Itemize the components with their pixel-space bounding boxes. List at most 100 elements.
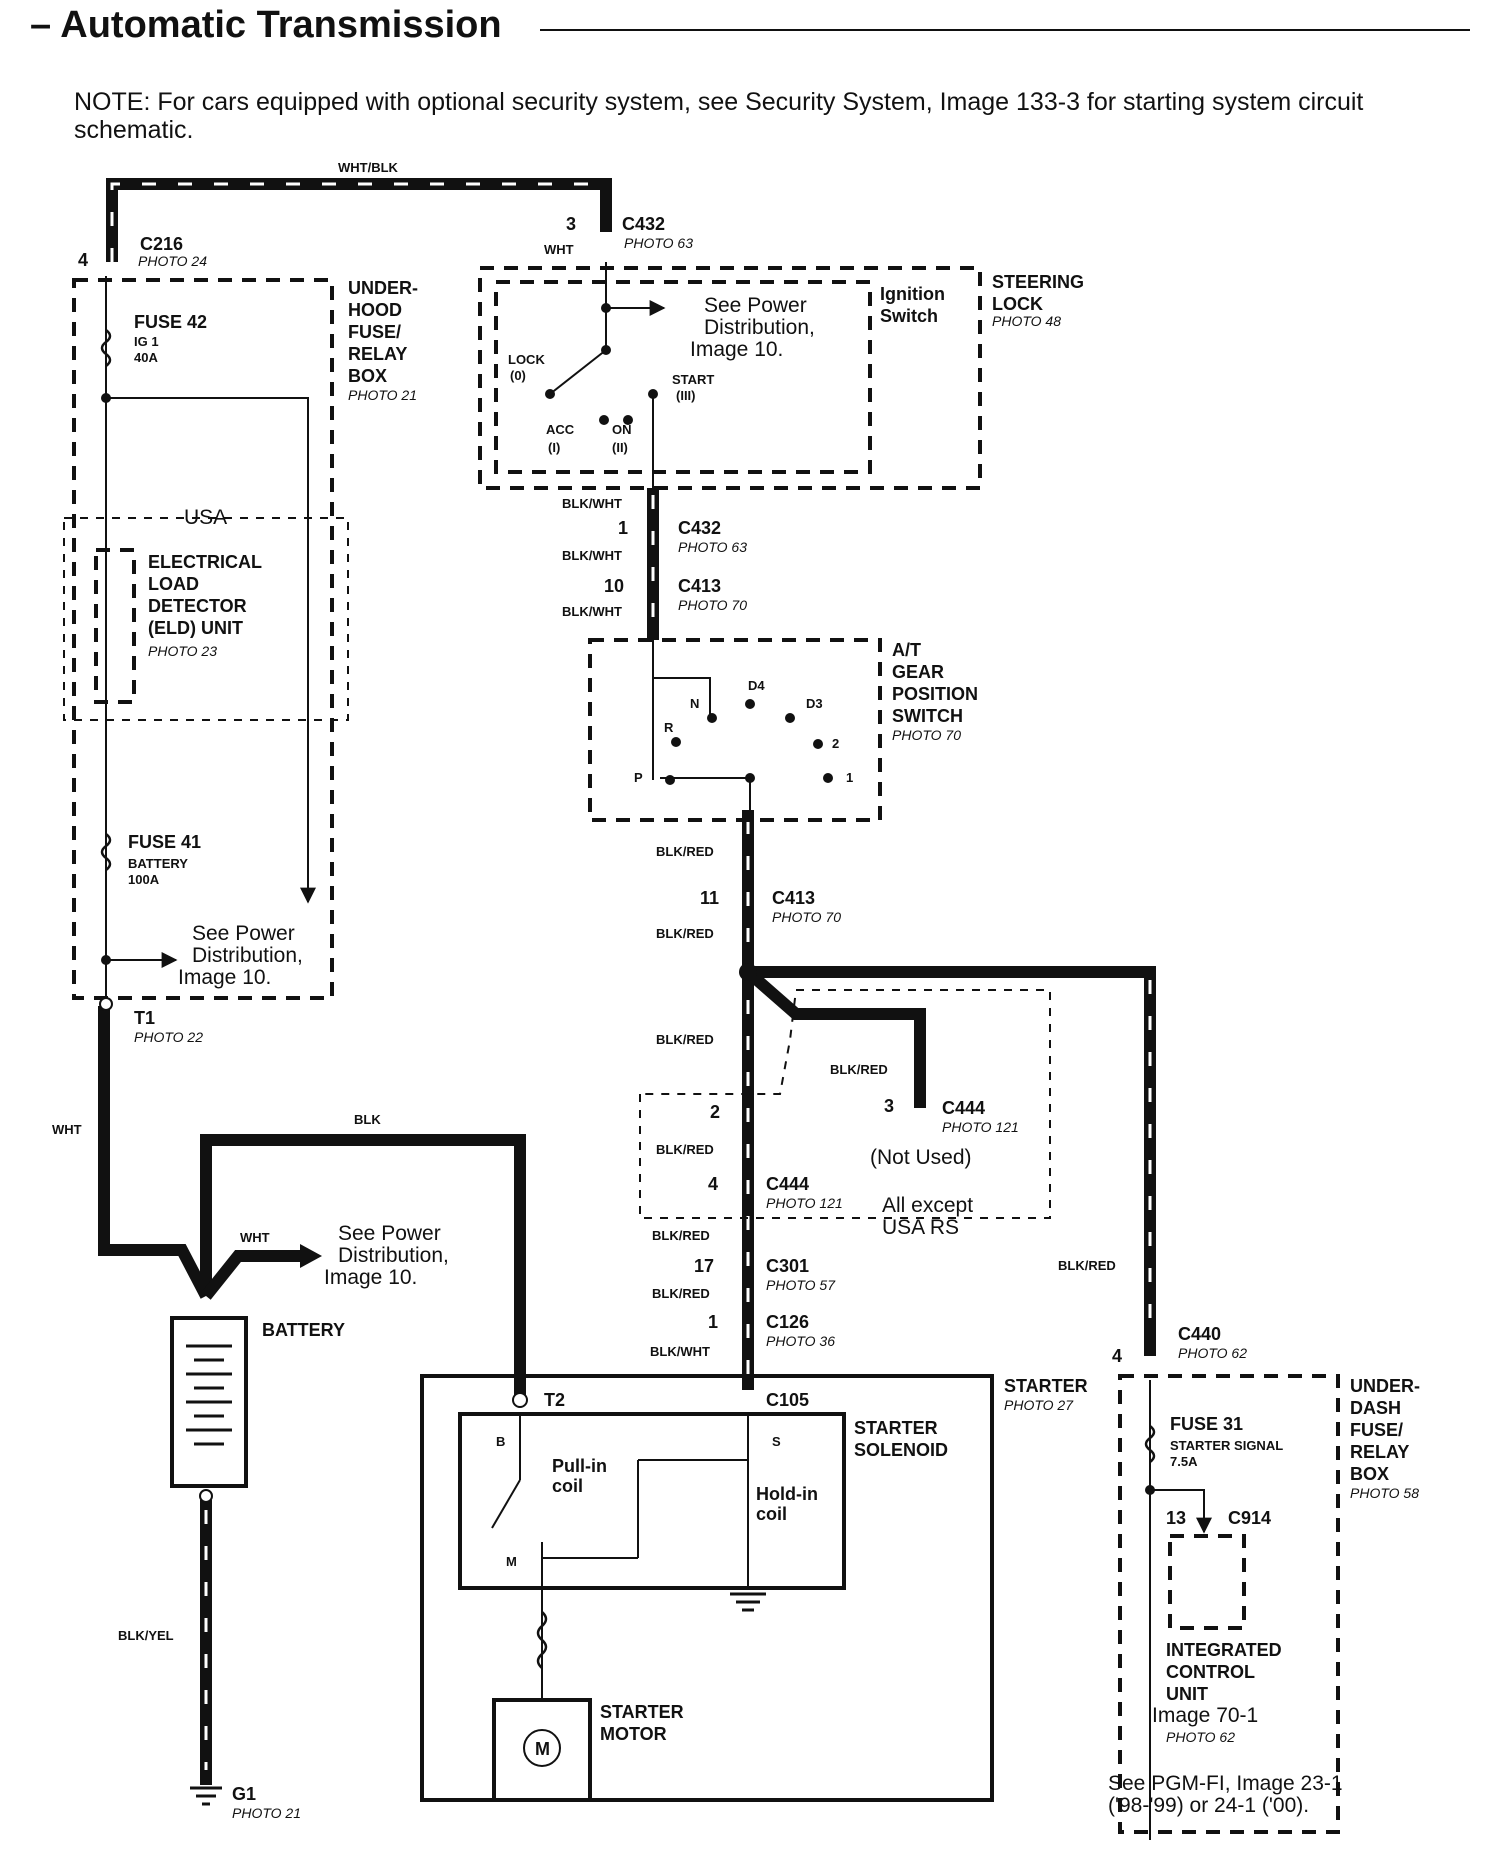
underhood-box bbox=[72, 278, 334, 1000]
diagram-label: coil bbox=[552, 1476, 583, 1496]
motor-coil bbox=[536, 1611, 548, 1669]
diagram-label: BLK/RED bbox=[656, 844, 714, 859]
diagram-label: C440 bbox=[1178, 1324, 1221, 1344]
diagram-label: All except bbox=[882, 1194, 973, 1217]
diagram-label: (I) bbox=[548, 440, 560, 455]
diagram-label: PHOTO 70 bbox=[892, 727, 961, 743]
diagram-label: 4 bbox=[1112, 1346, 1122, 1366]
diagram-label: C301 bbox=[766, 1256, 809, 1276]
diagram-label: FUSE 31 bbox=[1170, 1414, 1243, 1434]
usa-box bbox=[63, 517, 349, 721]
diagram-label: C216 bbox=[140, 234, 183, 254]
solenoid-box bbox=[458, 1412, 846, 1590]
all-except-box bbox=[639, 989, 1051, 1219]
diagram-label: Switch bbox=[880, 306, 938, 326]
diagram-label: USA bbox=[184, 506, 227, 529]
diagram-label: LOAD bbox=[148, 574, 199, 594]
diagram-label: G1 bbox=[232, 1784, 256, 1804]
diagram-label: PHOTO 48 bbox=[992, 313, 1061, 329]
diagram-label: WHT bbox=[544, 242, 574, 257]
icu-box bbox=[1168, 1534, 1246, 1630]
diagram-label: PHOTO 23 bbox=[148, 643, 217, 659]
diagram-label: 2 bbox=[832, 736, 839, 751]
diagram-label: T2 bbox=[544, 1390, 565, 1410]
diagram-label: RELAY bbox=[1350, 1442, 1409, 1462]
diagram-label: 3 bbox=[884, 1096, 894, 1116]
diagram-label: Image 10. bbox=[178, 966, 271, 989]
diagram-label: LOCK bbox=[992, 294, 1043, 314]
diagram-label: C413 bbox=[772, 888, 815, 908]
wire-branch-c444 bbox=[744, 967, 926, 1108]
diagram-label: HOOD bbox=[348, 300, 402, 320]
diagram-label: PHOTO 70 bbox=[678, 597, 747, 613]
diagram-label: BLK/RED bbox=[652, 1286, 710, 1301]
diagram-label: USA RS bbox=[882, 1216, 959, 1239]
diagram-label: RELAY bbox=[348, 344, 407, 364]
diagram-label: BLK bbox=[354, 1112, 381, 1127]
diagram-label: STEERING bbox=[992, 272, 1084, 292]
diagram-label: 3 bbox=[566, 214, 576, 234]
diagram-label: PHOTO 58 bbox=[1350, 1485, 1419, 1501]
diagram-label: coil bbox=[756, 1504, 787, 1524]
motor-symbol bbox=[523, 1729, 561, 1767]
diagram-label: N bbox=[690, 696, 699, 711]
diagram-label: Hold-in bbox=[756, 1484, 818, 1504]
diagram-label: BLK/RED bbox=[830, 1062, 888, 1077]
diagram-label: CONTROL bbox=[1166, 1662, 1255, 1682]
diagram-label: PHOTO 22 bbox=[134, 1029, 203, 1045]
diagram-label: BLK/YEL bbox=[118, 1628, 174, 1643]
diagram-label: PHOTO 121 bbox=[942, 1119, 1019, 1135]
diagram-label: BOX bbox=[348, 366, 387, 386]
diagram-label: Image 10. bbox=[690, 338, 783, 361]
diagram-label: T1 bbox=[134, 1008, 155, 1028]
diagram-label: UNIT bbox=[1166, 1684, 1208, 1704]
diagram-label: Image 70-1 bbox=[1152, 1704, 1258, 1727]
diagram-label: 7.5A bbox=[1170, 1454, 1198, 1469]
diagram-label: PHOTO 36 bbox=[766, 1333, 835, 1349]
diagram-label: ON bbox=[612, 422, 632, 437]
diagram-label: C413 bbox=[678, 576, 721, 596]
diagram-label: C444 bbox=[942, 1098, 985, 1118]
diagram-label: UNDER- bbox=[348, 278, 418, 298]
diagram-label: INTEGRATED bbox=[1166, 1640, 1282, 1660]
steering-lock-box bbox=[478, 266, 982, 490]
diagram-label: BLK/WHT bbox=[562, 548, 622, 563]
diagram-label: C914 bbox=[1228, 1508, 1271, 1528]
diagram-label: 17 bbox=[694, 1256, 714, 1276]
diagram-label: PHOTO 63 bbox=[624, 235, 693, 251]
ignition-switch-box bbox=[494, 280, 872, 474]
diagram-label: Distribution, bbox=[704, 316, 815, 339]
diagram-label: C432 bbox=[622, 214, 665, 234]
diagram-label: C444 bbox=[766, 1174, 809, 1194]
diagram-label: BLK/RED bbox=[656, 1032, 714, 1047]
diagram-label: WHT bbox=[52, 1122, 82, 1137]
note-text: NOTE: For cars equipped with optional se… bbox=[74, 88, 1364, 144]
diagram-label: R bbox=[664, 720, 674, 735]
wire-blk bbox=[200, 1134, 526, 1400]
diagram-label: BOX bbox=[1350, 1464, 1389, 1484]
diagram-label: PHOTO 63 bbox=[678, 539, 747, 555]
diagram-label: WHT bbox=[240, 1230, 270, 1245]
fuse31-symbol bbox=[1144, 1425, 1156, 1463]
diagram-label: BLK/RED bbox=[656, 1142, 714, 1157]
diagram-label: 40A bbox=[134, 350, 158, 365]
diagram-label: BLK/WHT bbox=[562, 496, 622, 511]
diagram-label: 4 bbox=[78, 250, 88, 270]
diagram-label: 4 bbox=[708, 1174, 718, 1194]
gear-switch-box bbox=[588, 638, 882, 822]
diagram-label: BATTERY bbox=[128, 856, 188, 871]
starter-box bbox=[420, 1374, 994, 1802]
diagram-label: PHOTO 62 bbox=[1178, 1345, 1247, 1361]
diagram-label: UNDER- bbox=[1350, 1376, 1420, 1396]
diagram-label: BLK/RED bbox=[656, 926, 714, 941]
diagram-label: See Power bbox=[338, 1222, 441, 1245]
diagram-label: FUSE 41 bbox=[128, 832, 201, 852]
diagram-label: BLK/WHT bbox=[650, 1344, 710, 1359]
diagram-label: PHOTO 27 bbox=[1004, 1397, 1074, 1413]
diagram-label: STARTER bbox=[854, 1418, 938, 1438]
diagram-label: 1 bbox=[846, 770, 853, 785]
diagram-label: 11 bbox=[700, 888, 719, 908]
diagram-label: ACC bbox=[546, 422, 575, 437]
